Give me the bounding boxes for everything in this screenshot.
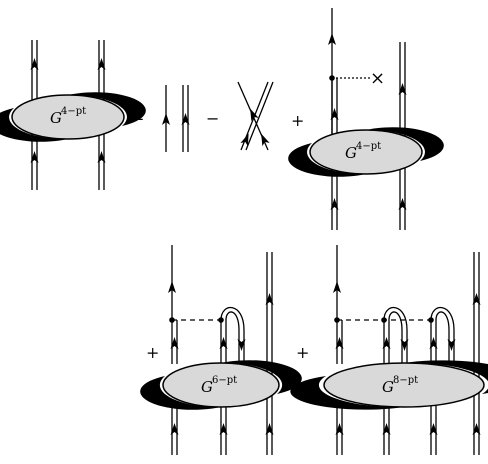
vertex-dot bbox=[218, 317, 224, 323]
term-six-point-blob: G 6−pt bbox=[140, 245, 302, 455]
blob-four-point bbox=[309, 129, 423, 175]
term-four-point-with-insertion: × G 4−pt bbox=[288, 8, 444, 230]
blob-label-sup: 4−pt bbox=[61, 106, 86, 117]
blob-label-base: G bbox=[345, 144, 357, 162]
minus-sign: − bbox=[206, 109, 219, 128]
term-four-point-blob: G 4−pt bbox=[0, 40, 146, 190]
blob-label-sup: 4−pt bbox=[356, 141, 381, 152]
plus-sign: + bbox=[146, 343, 159, 362]
vertex-dot bbox=[428, 317, 434, 323]
blob-label-base: G bbox=[50, 109, 62, 127]
plus-sign: + bbox=[296, 343, 309, 362]
blob-label-base: G bbox=[382, 378, 394, 396]
vertex-dot bbox=[381, 317, 387, 323]
term-eight-point-blob: G 8−pt bbox=[290, 245, 488, 455]
vertex-dot bbox=[334, 317, 340, 323]
blob-label-sup: 8−pt bbox=[393, 375, 418, 386]
blob-four-point bbox=[11, 94, 125, 140]
cross-mark-icon: × bbox=[370, 68, 385, 89]
arrow-icon bbox=[257, 131, 270, 147]
plus-sign: + bbox=[291, 111, 304, 130]
equals-sign: = bbox=[131, 108, 144, 127]
blob-label-sup: 6−pt bbox=[212, 375, 237, 386]
vertex-dot bbox=[169, 317, 175, 323]
blob-label-base: G bbox=[201, 378, 213, 396]
